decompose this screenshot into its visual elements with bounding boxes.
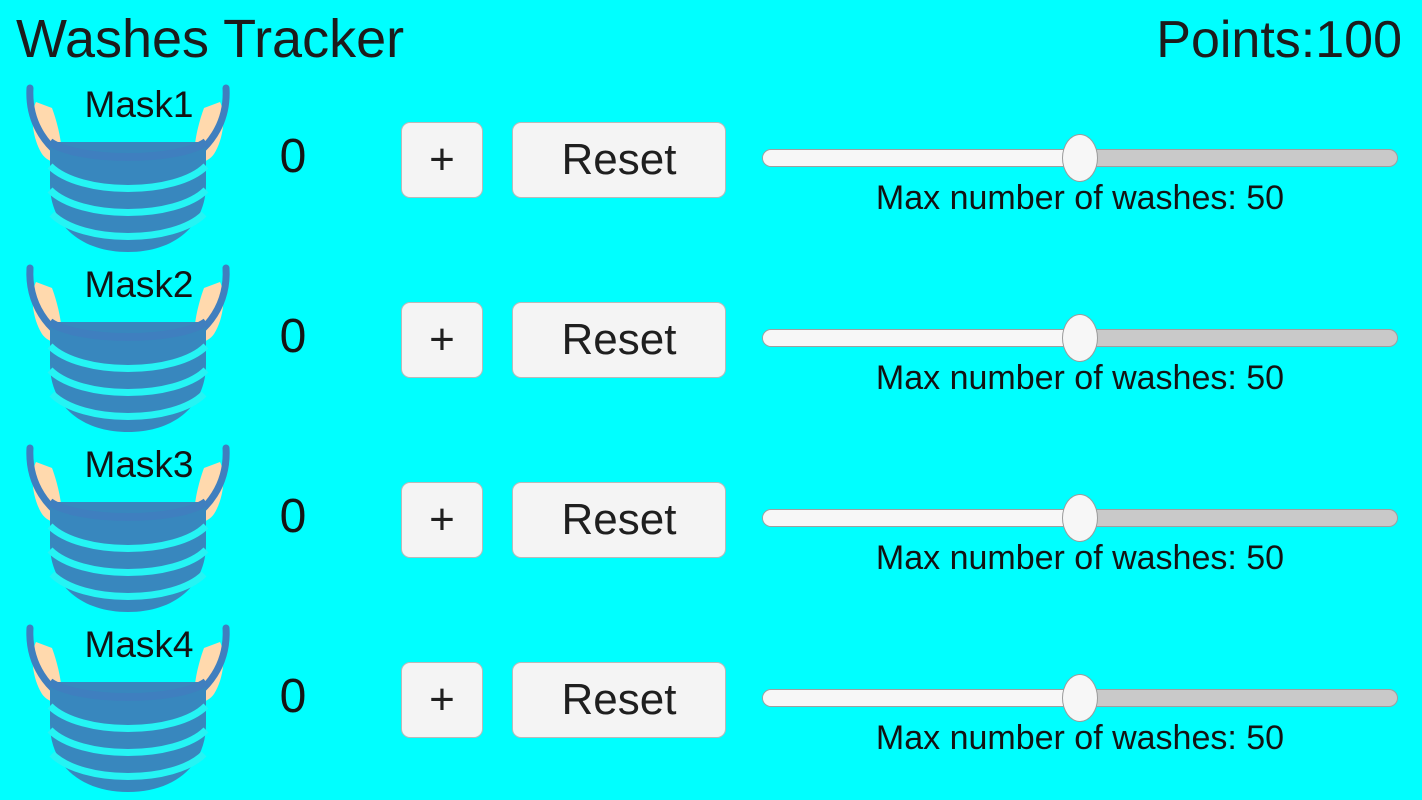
mask-label: Mask2 bbox=[84, 264, 194, 305]
slider-cell: Max number of washes: 50 bbox=[760, 650, 1400, 770]
wash-count: 0 bbox=[279, 490, 307, 543]
face-mask-icon bbox=[26, 264, 230, 432]
slider-thumb[interactable] bbox=[1062, 134, 1098, 182]
slider-fill bbox=[763, 510, 1080, 526]
max-washes-caption: Max number of washes: 50 bbox=[875, 179, 1285, 217]
increment-button[interactable]: + bbox=[401, 302, 483, 378]
max-washes-caption: Max number of washes: 50 bbox=[875, 539, 1285, 577]
app-header: Washes Tracker Points:100 bbox=[0, 0, 1422, 78]
increment-button[interactable]: + bbox=[401, 482, 483, 558]
page-title: Washes Tracker bbox=[16, 9, 405, 69]
mask-cell: Mask2 bbox=[8, 260, 248, 440]
slider-thumb[interactable] bbox=[1062, 494, 1098, 542]
slider-thumb[interactable] bbox=[1062, 314, 1098, 362]
reset-button[interactable]: Reset bbox=[512, 482, 726, 558]
face-mask-icon bbox=[26, 84, 230, 252]
reset-button[interactable]: Reset bbox=[512, 302, 726, 378]
wash-count: 0 bbox=[279, 670, 307, 723]
slider-fill bbox=[763, 690, 1080, 706]
reset-button[interactable]: Reset bbox=[512, 662, 726, 738]
max-washes-caption: Max number of washes: 50 bbox=[875, 719, 1285, 757]
slider-fill bbox=[763, 150, 1080, 166]
face-mask-icon bbox=[26, 444, 230, 612]
mask-row: Mask3 0 + Reset Max number of washes: 50 bbox=[0, 440, 1422, 620]
slider-fill bbox=[763, 330, 1080, 346]
mask-row: Mask2 0 + Reset Max number of washes: 50 bbox=[0, 260, 1422, 440]
mask-cell: Mask3 bbox=[8, 440, 248, 620]
max-washes-caption: Max number of washes: 50 bbox=[875, 359, 1285, 397]
mask-row: Mask1 0 + Reset Max number of washes: 50 bbox=[0, 80, 1422, 260]
wash-count: 0 bbox=[279, 130, 307, 183]
mask-label: Mask4 bbox=[84, 624, 194, 665]
wash-count: 0 bbox=[279, 310, 307, 363]
increment-button[interactable]: + bbox=[401, 122, 483, 198]
points-display: Points:100 bbox=[1156, 11, 1402, 69]
mask-cell: Mask1 bbox=[8, 80, 248, 260]
mask-label: Mask1 bbox=[84, 84, 194, 125]
slider-thumb[interactable] bbox=[1062, 674, 1098, 722]
mask-label: Mask3 bbox=[84, 444, 194, 485]
slider-cell: Max number of washes: 50 bbox=[760, 470, 1400, 590]
mask-cell: Mask4 bbox=[8, 620, 248, 800]
reset-button[interactable]: Reset bbox=[512, 122, 726, 198]
slider-cell: Max number of washes: 50 bbox=[760, 110, 1400, 230]
face-mask-icon bbox=[26, 624, 230, 792]
mask-row-list: Mask1 0 + Reset Max number of washes: 50 bbox=[0, 80, 1422, 800]
increment-button[interactable]: + bbox=[401, 662, 483, 738]
slider-cell: Max number of washes: 50 bbox=[760, 290, 1400, 410]
mask-row: Mask4 0 + Reset Max number of washes: 50 bbox=[0, 620, 1422, 800]
